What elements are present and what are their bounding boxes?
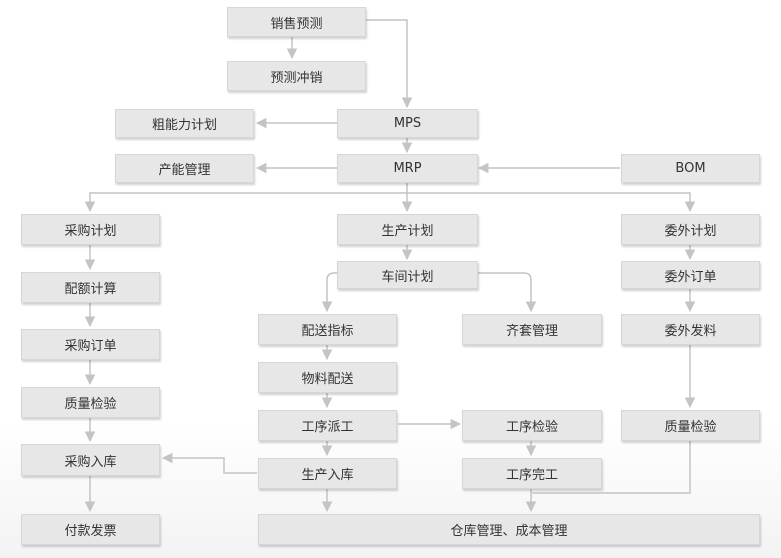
node-process-dispatch: 工序派工 (258, 410, 397, 441)
node-payment-invoice: 付款发票 (21, 514, 160, 545)
node-capacity-management: 产能管理 (115, 154, 254, 183)
node-quality-inspection-purchase: 质量检验 (21, 387, 160, 418)
node-workshop-plan: 车间计划 (337, 261, 478, 289)
node-bom: BOM (621, 154, 760, 183)
node-warehouse-cost-management: 仓库管理、成本管理 (258, 514, 760, 545)
node-quality-inspection-outsource: 质量检验 (621, 410, 760, 441)
node-purchase-order: 采购订单 (21, 329, 160, 360)
node-purchase-receipt: 采购入库 (21, 444, 160, 476)
node-sales-forecast: 销售预测 (227, 7, 366, 37)
node-production-plan: 生产计划 (337, 214, 478, 245)
node-rough-capacity-plan: 粗能力计划 (115, 109, 254, 138)
node-outsource-plan: 委外计划 (621, 214, 760, 245)
node-outsource-issue: 委外发料 (621, 314, 760, 345)
node-outsource-order: 委外订单 (621, 261, 760, 289)
arrow-mrp-to-purchase-plan (84, 183, 408, 213)
node-process-inspection: 工序检验 (462, 410, 602, 441)
arrow-workshop-to-kitting (478, 272, 537, 313)
node-mps: MPS (337, 109, 478, 138)
node-mrp: MRP (337, 154, 478, 183)
node-material-delivery: 物料配送 (258, 362, 397, 393)
arrow-production-receipt-to-purchase-receipt (161, 452, 257, 474)
node-quota-calc: 配额计算 (21, 272, 160, 303)
node-purchase-plan: 采购计划 (21, 214, 160, 245)
arrow-mrp-to-outsource-plan (407, 192, 696, 213)
node-kitting-management: 齐套管理 (462, 314, 602, 345)
node-delivery-indicator: 配送指标 (258, 314, 397, 345)
arrow-sales-to-mps (366, 19, 413, 109)
arrow-workshop-to-delivery (321, 272, 337, 313)
line-outsource-inspection-to-warehouse (532, 441, 691, 494)
node-production-receipt: 生产入库 (258, 458, 397, 489)
node-process-complete: 工序完工 (462, 458, 602, 489)
node-forecast-offset: 预测冲销 (227, 61, 366, 91)
